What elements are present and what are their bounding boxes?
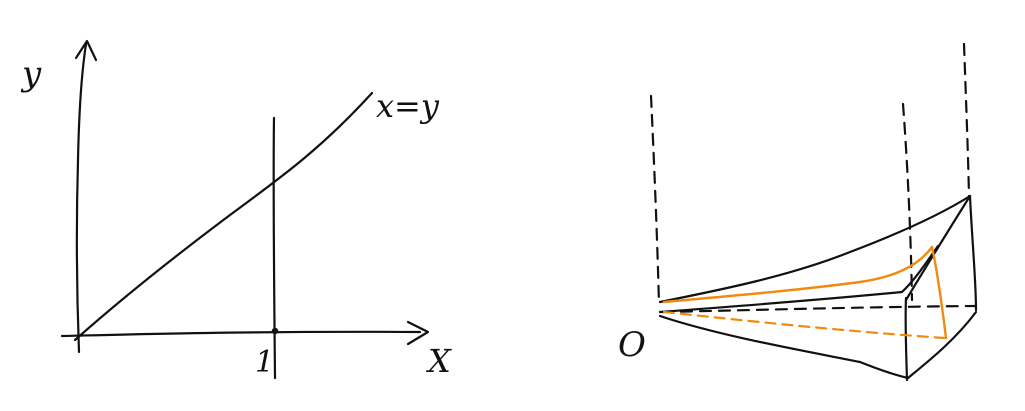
curve-label: x=y bbox=[376, 87, 440, 125]
vertical-line-x1 bbox=[272, 116, 277, 380]
front-vertical-edge bbox=[904, 296, 909, 382]
dashed-vertical-right bbox=[962, 42, 971, 198]
lower-front-curve bbox=[658, 314, 910, 380]
tick-label: 1 bbox=[255, 345, 274, 380]
dashed-base-line bbox=[660, 304, 977, 314]
left-diagram: y X x=y 1 bbox=[20, 39, 452, 380]
mid-curve bbox=[658, 244, 940, 314]
orange-upper-curve bbox=[662, 245, 934, 304]
bottom-right-edge bbox=[906, 310, 978, 380]
right-edge bbox=[968, 194, 978, 312]
x-axis-arrowhead bbox=[406, 320, 430, 346]
right-diagram: O bbox=[618, 42, 978, 382]
dashed-vertical-middle bbox=[901, 102, 914, 302]
tick-point bbox=[271, 327, 279, 335]
x-axis bbox=[60, 330, 422, 338]
upper-back-curve bbox=[658, 194, 972, 304]
orange-dashed-base bbox=[662, 310, 946, 340]
origin-label: O bbox=[618, 325, 646, 365]
y-axis-label: y bbox=[20, 54, 42, 94]
diagonal-line bbox=[73, 91, 374, 342]
x-axis-label: X bbox=[425, 342, 452, 380]
y-axis-arrowhead bbox=[74, 39, 98, 62]
orange-right-edge bbox=[930, 245, 948, 340]
dashed-vertical-left bbox=[649, 94, 661, 306]
y-axis bbox=[75, 42, 88, 354]
front-diagonal bbox=[904, 194, 972, 302]
